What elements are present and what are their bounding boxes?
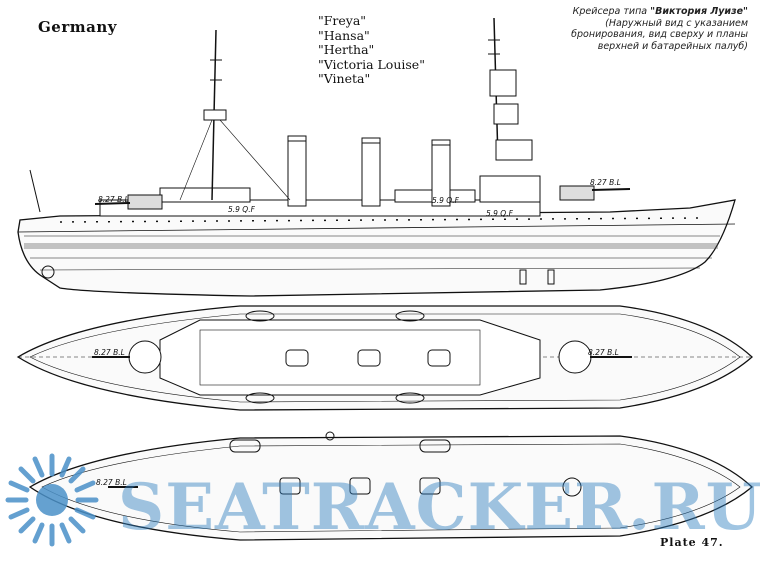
caption-line-4: верхней и батарейных палуб) — [597, 40, 748, 52]
gun-label-upper-aft: 8.27 B.L — [588, 348, 619, 357]
russian-caption: Крейсера типа "Виктория Луизе" (Наружный… — [548, 6, 748, 52]
gun-label-lower-fore: 8.27 B.L — [96, 478, 127, 487]
ship-name-hansa: "Hansa" — [318, 27, 370, 43]
ship-name-hertha: "Hertha" — [318, 42, 375, 57]
country-title: Germany — [38, 18, 117, 36]
gun-label-casemate-3: 5.9 Q.F — [486, 209, 513, 218]
gun-label-casemate-1: 5.9 Q.F — [228, 205, 255, 214]
ship-name-freya: "Freya" — [318, 13, 367, 28]
caption-line-3: бронирования, вид сверху и планы — [571, 29, 748, 40]
seatracker-watermark-text: SEATRACKER.RU — [118, 470, 760, 545]
gun-label-profile-aft: 8.27 B.L — [590, 178, 621, 187]
caption-prefix: Крейсера типа — [572, 6, 651, 17]
ship-name-victoria-louise: "Victoria Louise" — [318, 56, 425, 72]
battery-deck-plan-view — [28, 431, 753, 541]
ship-names-list: "Freya" "Hansa" "Hertha" "Victoria Louis… — [318, 13, 425, 87]
caption-line-2: (Наружный вид с указанием — [605, 17, 748, 29]
gun-label-casemate-2: 5.9 Q.F — [432, 196, 459, 205]
gun-label-profile-fore: 8.27 B.L — [98, 195, 129, 204]
upper-deck-plan-view — [16, 305, 753, 411]
gun-label-upper-fore: 8.27 B.L — [94, 348, 125, 357]
seatracker-emblem-logo — [5, 453, 99, 547]
side-profile-view — [17, 17, 736, 297]
caption-class-name: "Виктория Луизе" — [650, 6, 748, 17]
ship-name-vineta: "Vineta" — [318, 71, 371, 86]
plate-number: Plate 47. — [660, 536, 724, 549]
